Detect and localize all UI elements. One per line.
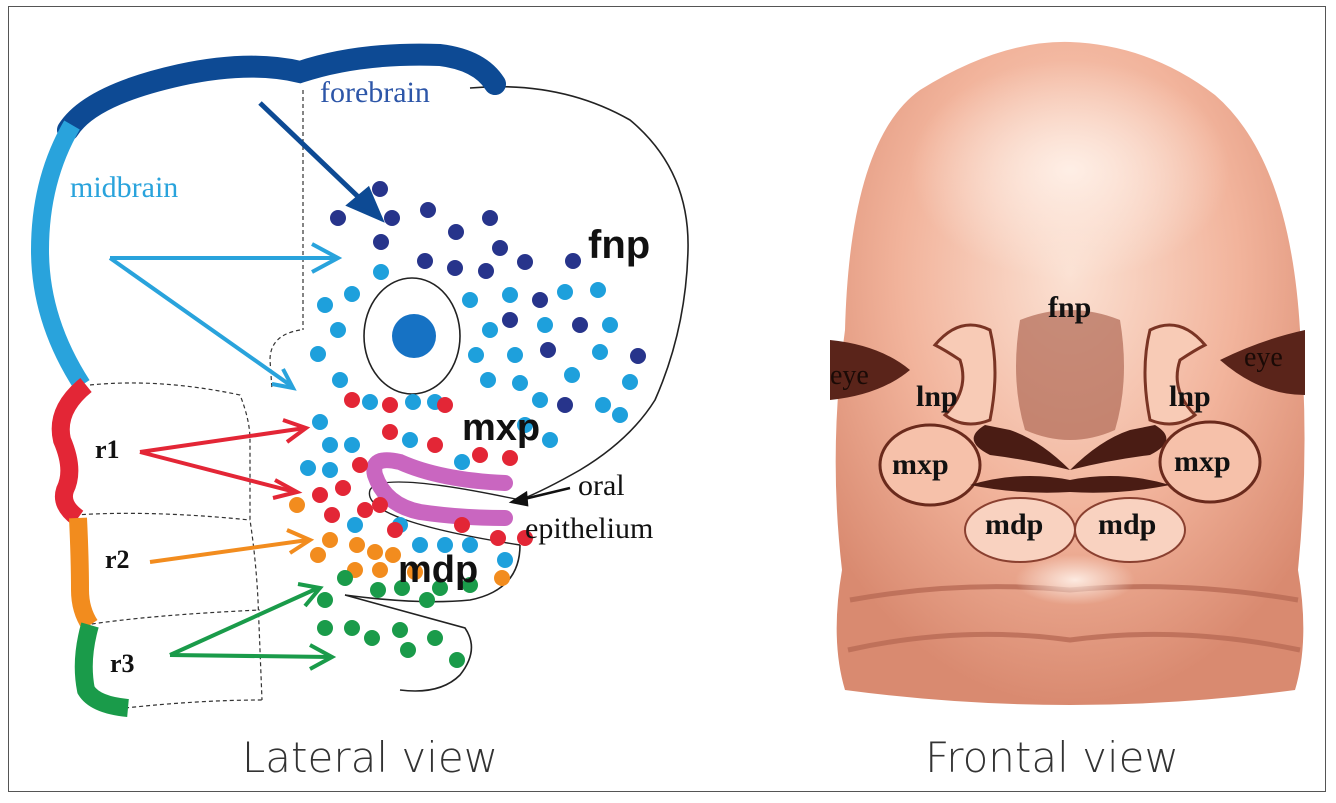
label-r1: r1 <box>95 435 120 464</box>
forebrain-segment <box>68 55 495 130</box>
label-forebrain: forebrain <box>320 76 430 109</box>
label-mdp-left: mdp <box>985 508 1043 541</box>
label-eye-left: eye <box>830 360 869 391</box>
oral-epithelium <box>374 460 505 518</box>
r3-arrows <box>170 584 332 669</box>
label-mxp: mxp <box>462 407 540 449</box>
label-mxp-right: mxp <box>1174 445 1231 478</box>
label-r2: r2 <box>105 545 130 574</box>
forehead-highlight <box>910 60 1230 280</box>
label-mdp-right: mdp <box>1098 508 1156 541</box>
midbrain-arrows <box>110 244 338 388</box>
label-lnp-left: lnp <box>916 380 958 413</box>
label-lnp-right: lnp <box>1169 380 1211 413</box>
r2-arrow <box>150 530 310 562</box>
r1-segment <box>61 385 86 518</box>
eye <box>392 314 436 358</box>
label-eye-right: eye <box>1244 342 1283 373</box>
label-mxp-left: mxp <box>892 448 949 481</box>
caption-frontal-view: Frontal view <box>852 733 1252 782</box>
label-epithelium: epithelium <box>525 512 653 545</box>
label-fnp: fnp <box>588 223 650 267</box>
label-oral: oral <box>578 469 625 502</box>
lateral-diagram: forebrain midbrain fnp mxp mdp r1 r2 r3 … <box>40 55 688 708</box>
label-r3: r3 <box>110 649 135 678</box>
r2-segment <box>78 518 90 625</box>
r1-arrows <box>140 420 306 498</box>
midbrain-segment <box>40 125 82 385</box>
label-midbrain: midbrain <box>70 171 178 204</box>
fnp-shadow <box>1016 310 1124 440</box>
forebrain-arrow <box>260 103 380 218</box>
label-mdp: mdp <box>398 549 478 591</box>
lower-highlight <box>1015 555 1135 605</box>
frontal-illustration: fnp eye eye lnp lnp mxp mxp mdp mdp <box>830 42 1305 705</box>
caption-lateral-view: Lateral view <box>170 733 570 782</box>
label-frontal-fnp: fnp <box>1048 291 1091 324</box>
